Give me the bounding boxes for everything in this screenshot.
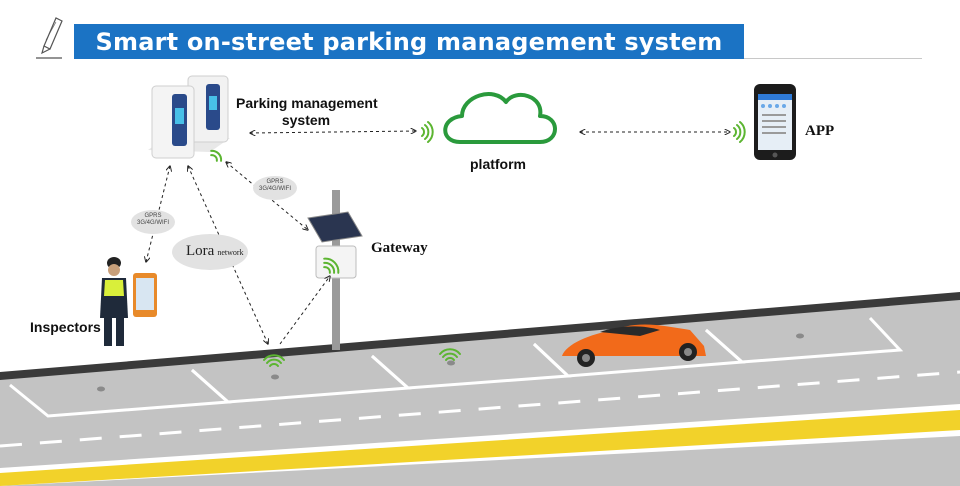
gprs-label-line2: 3G/4G/WIFI [258,186,291,192]
wireless-signal-icon [210,121,746,367]
sports-car [562,324,706,367]
connection-lines [146,131,730,344]
lora-network-sublabel: network [217,248,244,257]
parking-management-label-line2: system [281,112,331,128]
gprs-label-line1: GPRS [266,179,284,185]
gprs-label-line1: GPRS [144,213,162,219]
parking-management-label: Parking management system [236,95,378,129]
road [0,292,960,486]
lora-label: Lora [186,243,215,259]
platform-label: platform [470,156,526,172]
parking-sensor-icon [97,333,804,392]
parking-terminal-icon [148,75,230,159]
inspector-figure [100,257,157,346]
parking-management-label-line1: Parking management [236,95,378,111]
inspectors-label: Inspectors [30,319,101,335]
title-underline [744,58,922,59]
page-title: Smart on-street parking management syste… [95,27,723,56]
gprs-label-line2: 3G/4G/WIFI [136,220,169,226]
gprs-label-inspector: GPRS 3G/4G/WIFI [133,213,173,227]
gprs-label-gateway: GPRS 3G/4G/WIFI [255,179,295,193]
pencil-icon [36,17,63,59]
smartphone-icon [754,84,796,160]
gateway-label: Gateway [371,240,428,256]
title-banner: Smart on-street parking management syste… [74,24,744,59]
gprs-cloud-icon [131,176,297,270]
app-label: APP [805,123,835,139]
solar-gateway-icon [307,190,363,350]
cloud-icon [443,92,557,144]
